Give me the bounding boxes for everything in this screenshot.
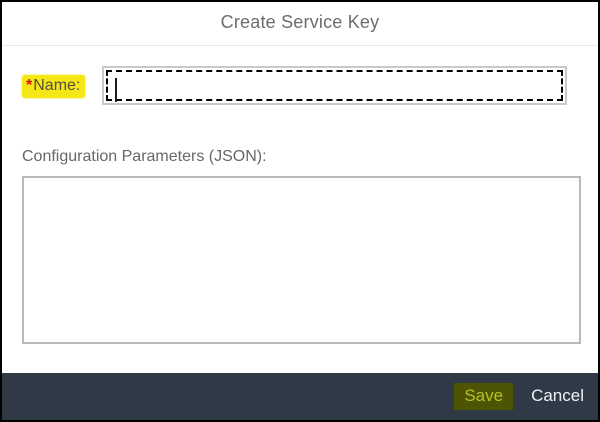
required-asterisk: * [26,77,33,94]
footer-bar: Save Cancel [2,373,598,420]
name-input[interactable] [106,70,563,101]
save-button[interactable]: Save [454,383,514,410]
cancel-button[interactable]: Cancel [529,383,586,409]
config-params-textarea[interactable] [22,176,581,344]
name-label: *Name: [22,75,86,98]
name-label-text: Name: [33,77,81,94]
header-divider [2,45,598,46]
name-input-border [102,66,567,105]
text-caret [115,78,117,102]
dialog-title: Create Service Key [220,12,380,32]
config-params-label: Configuration Parameters (JSON): [22,148,267,165]
